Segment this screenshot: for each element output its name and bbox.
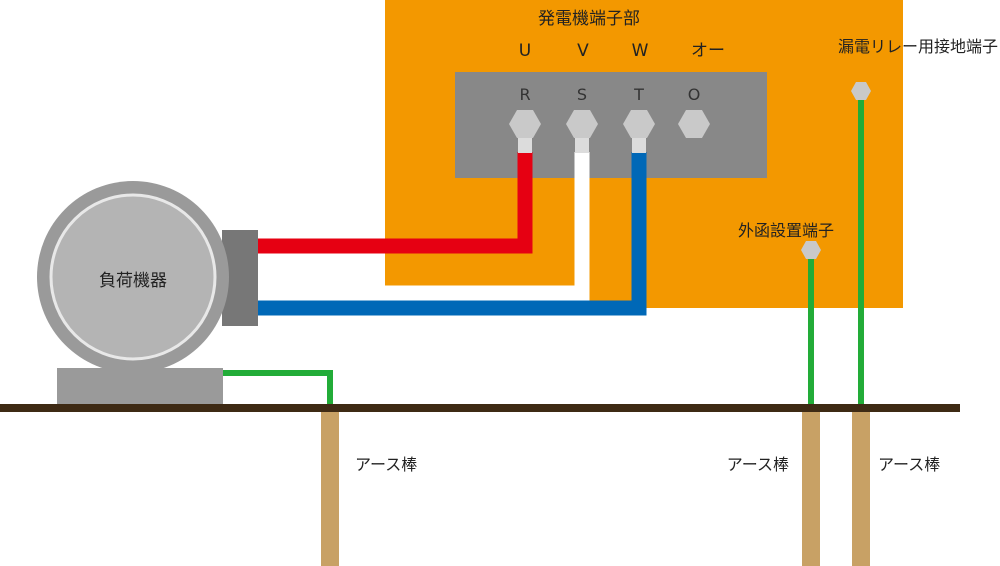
phase-label-o: オー [691,41,725,61]
terminal-bolt-t [623,110,655,138]
motor-face [49,193,217,361]
terminal-sleeve-t [632,137,646,153]
earth-rod-label-relay: アース棒 [878,455,940,474]
wire-phase-s [385,152,590,301]
terminal-label-o: O [688,85,701,104]
terminal-bolt-o [678,110,710,138]
enclosure-ground-bolt [801,241,821,259]
terminal-bolt-s [566,110,598,138]
wire-phase-r [258,152,533,254]
ground-wire-load [223,370,333,408]
earth-rod-relay [852,408,870,566]
phase-label-v: V [577,41,589,61]
load-device-label: 負荷機器 [99,271,167,291]
terminal-label-t: T [633,85,644,104]
ground-surface-line [0,404,960,412]
terminal-label-r: R [519,85,530,104]
leakage-relay-ground-label: 漏電リレー用接地端子 [838,37,998,56]
wire-phase-t [258,152,647,316]
terminal-block [455,72,767,178]
earth-rod-load [321,408,339,566]
motor-base [57,368,223,406]
earth-rod-enclosure [802,408,820,566]
terminal-sleeve-s [575,137,589,153]
terminal-label-s: S [577,85,587,104]
enclosure-ground-label: 外函設置端子 [738,221,834,240]
phase-label-w: W [632,41,649,61]
earth-rod-label-load: アース棒 [355,455,417,474]
generator-terminal-title: 発電機端子部 [538,9,640,29]
terminal-sleeve-r [518,137,532,153]
phase-label-u: U [519,41,531,61]
relay-ground-bolt [851,82,871,100]
earth-rod-label-enclosure: アース棒 [727,455,789,474]
terminal-bolt-r [509,110,541,138]
